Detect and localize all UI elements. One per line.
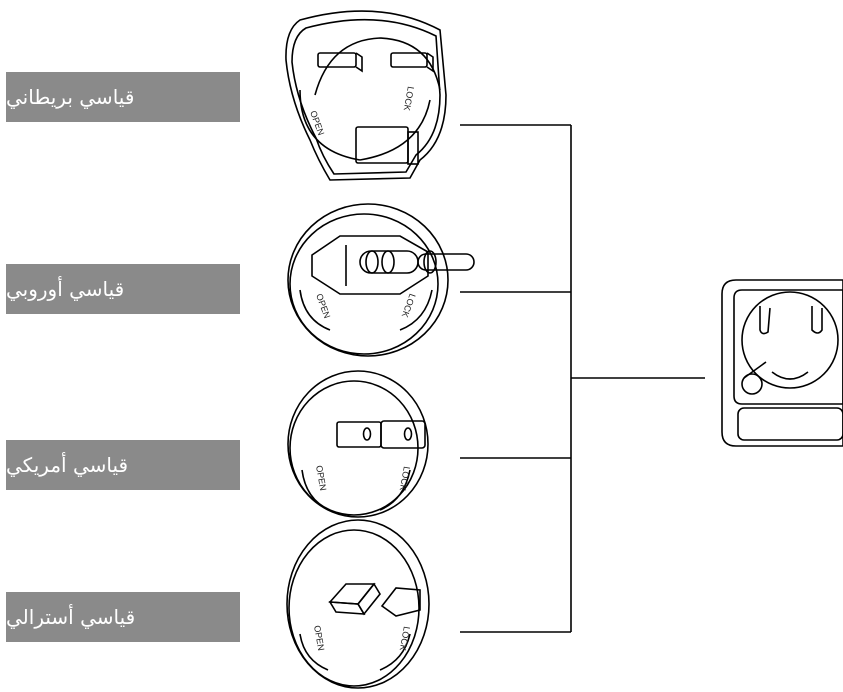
uk-lock-text: LOCK xyxy=(402,86,416,112)
label-eu-standard: قياسي أوروبي xyxy=(6,264,240,314)
us-plug-icon xyxy=(287,370,429,518)
label-eu-text: قياسي أوروبي xyxy=(6,277,125,301)
us-open-text: OPEN xyxy=(314,465,328,492)
label-us-text: قياسي أمريكي xyxy=(6,453,129,477)
eu-open-text: OPEN xyxy=(314,292,332,319)
label-us-standard: قياسي أمريكي xyxy=(6,440,240,490)
us-lock-text: LOCK xyxy=(398,466,412,492)
label-uk-standard: قياسي بريطاني xyxy=(6,72,240,122)
eu-lock-text: LOCK xyxy=(400,292,418,318)
label-au-text: قياسي أسترالي xyxy=(6,605,136,629)
eu-plug-icon xyxy=(287,203,475,357)
au-plug-icon xyxy=(286,519,430,689)
au-open-text: OPEN xyxy=(312,625,326,652)
label-uk-text: قياسي بريطاني xyxy=(6,85,135,109)
label-au-standard: قياسي أسترالي xyxy=(6,592,240,642)
au-lock-text: LOCK xyxy=(398,626,412,652)
charger-base-icon xyxy=(721,279,843,447)
uk-plug-icon xyxy=(285,10,447,181)
connector-lines xyxy=(460,124,705,633)
